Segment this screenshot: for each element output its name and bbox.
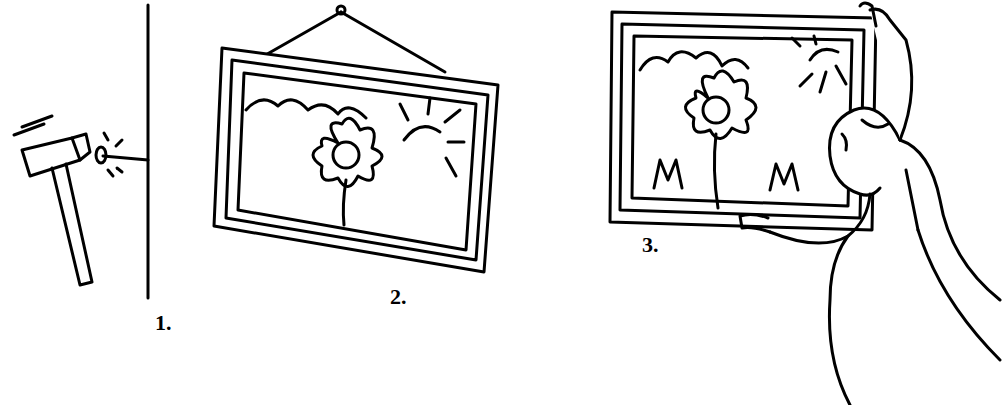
woman-with-frame xyxy=(610,3,1000,405)
hanging-frame xyxy=(214,6,498,272)
hammer-and-nail xyxy=(14,5,148,298)
callout-number: 3. xyxy=(642,232,659,258)
callout-number: 1. xyxy=(155,310,172,336)
callout-number: 2. xyxy=(390,284,407,310)
